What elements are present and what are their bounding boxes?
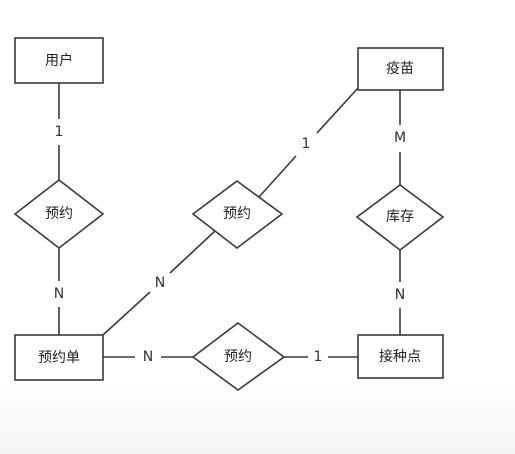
entity-vaccine-box — [357, 47, 444, 91]
relation-user-order-diamond — [13, 178, 105, 250]
relation-user-order-label: 预约 — [45, 206, 73, 222]
relation-vaccine-site: 库存 — [355, 184, 445, 252]
connector-vaccine-to-relation — [316, 87, 359, 134]
connector-mid-relation-to-order — [102, 291, 151, 336]
entity-site-label: 接种点 — [379, 348, 421, 365]
relation-order-site-diamond — [191, 322, 286, 391]
relation-vaccine-order-diamond — [191, 180, 284, 250]
relation-vaccine-order-label: 预约 — [223, 206, 251, 222]
cardinality-vaccine-site-vaccine: M — [394, 130, 406, 146]
connector-vaccine-relation-lower — [258, 155, 297, 198]
relation-order-site: 预约 — [191, 322, 286, 391]
entity-vaccine-label: 疫苗 — [386, 61, 414, 77]
cardinality-vaccine-site-site: N — [395, 287, 405, 303]
entity-user-box — [14, 37, 104, 84]
cardinality-order-site-site: 1 — [314, 349, 323, 365]
relation-vaccine-site-label: 库存 — [386, 209, 414, 225]
entity-user-label: 用户 — [45, 52, 73, 69]
entity-order-box — [14, 334, 104, 381]
relation-order-site-label: 预约 — [224, 349, 252, 365]
cardinality-user-order-user: 1 — [55, 124, 64, 140]
entity-vaccine: 疫苗 — [357, 47, 444, 91]
relation-vaccine-site-diamond — [355, 184, 445, 252]
cardinality-vaccine-order-order: N — [155, 275, 165, 291]
cardinality-user-order-order: N — [54, 286, 64, 302]
entity-site: 接种点 — [357, 334, 444, 379]
cardinality-order-site-order: N — [143, 349, 153, 365]
entity-user: 用户 — [14, 37, 104, 84]
relation-vaccine-order: 预约 — [191, 180, 284, 250]
relation-user-order: 预约 — [13, 178, 105, 250]
entity-site-box — [357, 334, 444, 379]
entity-order-label: 预约单 — [38, 350, 80, 366]
entity-order: 预约单 — [14, 334, 104, 381]
connector-mid-relation-to-order-upper — [169, 230, 216, 274]
cardinality-vaccine-order-vaccine: 1 — [302, 136, 311, 152]
